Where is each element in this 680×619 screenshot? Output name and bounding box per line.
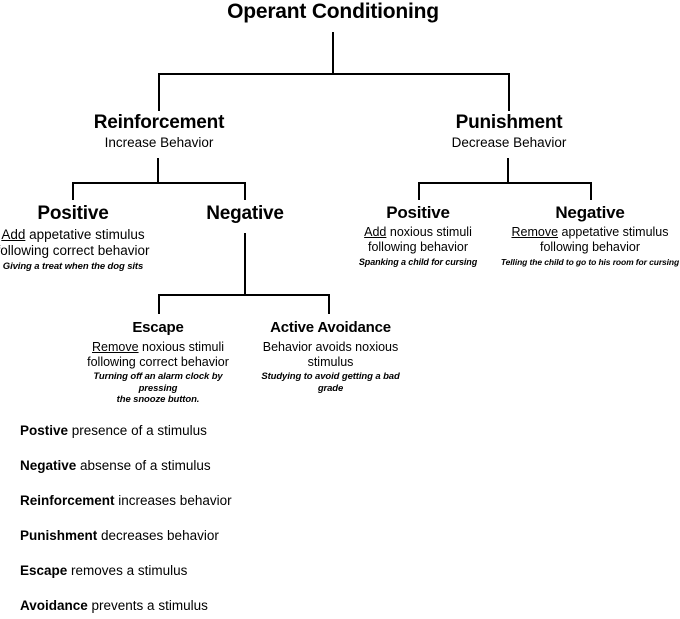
node-punishment-positive-example: Spanking a child for cursing xyxy=(358,256,478,267)
connector-root-spread xyxy=(158,73,510,75)
underlined-term: Remove xyxy=(92,339,139,354)
legend-item: Avoidance prevents a stimulus xyxy=(20,599,440,619)
legend-list: Postive presence of a stimulus Negative … xyxy=(20,424,440,619)
node-escape: Escape Remove noxious stimuli following … xyxy=(78,319,238,406)
connector-punishment-spread xyxy=(418,182,592,184)
node-escape-title: Escape xyxy=(132,319,184,336)
node-reinforcement-positive-title: Positive xyxy=(37,203,109,224)
legend-term: Negative xyxy=(20,458,77,473)
legend-item: Negative absense of a stimulus xyxy=(20,459,440,494)
legend-definition: decreases behavior xyxy=(97,528,219,543)
legend-item: Punishment decreases behavior xyxy=(20,529,440,564)
legend-definition: presence of a stimulus xyxy=(68,423,207,438)
connector-reinforcement-trunk xyxy=(157,158,159,184)
node-active-avoidance: Active Avoidance Behavior avoids noxious… xyxy=(248,319,413,394)
legend-definition: removes a stimulus xyxy=(67,563,188,578)
node-punishment-negative: Negative Remove appetative stimulus foll… xyxy=(500,203,680,267)
node-punishment-positive: Positive Add noxious stimuli following b… xyxy=(338,203,498,267)
node-root-title: Operant Conditioning xyxy=(227,0,439,23)
node-escape-example-line2: the snooze button. xyxy=(116,394,200,406)
node-reinforcement-negative-title: Negative xyxy=(206,203,284,224)
node-punishment-negative-definition: Remove appetative stimulus xyxy=(500,225,680,240)
legend-term: Reinforcement xyxy=(20,493,115,508)
node-punishment: Punishment Decrease Behavior xyxy=(379,112,639,151)
underlined-term: Remove xyxy=(511,225,559,240)
definition-rest: noxious stimuli xyxy=(386,225,472,240)
node-active-avoidance-definition: Behavior avoids noxious xyxy=(248,340,413,355)
node-escape-definition: Remove noxious stimuli xyxy=(78,340,238,355)
legend-term: Escape xyxy=(20,563,68,578)
connector-to-reinforcement-negative xyxy=(244,182,246,200)
legend-item: Postive presence of a stimulus xyxy=(20,424,440,459)
node-reinforcement-positive: Positive Add appetative stimulus followi… xyxy=(0,203,154,273)
legend-definition: absense of a stimulus xyxy=(76,458,211,473)
node-punishment-negative-example: Telling the child to go to his room for … xyxy=(500,256,680,267)
node-punishment-negative-title: Negative xyxy=(555,203,625,222)
node-reinforcement: Reinforcement Increase Behavior xyxy=(29,112,289,151)
node-reinforcement-positive-example: Giving a treat when the dog sits xyxy=(2,261,144,273)
node-reinforcement-title: Reinforcement xyxy=(93,112,225,133)
node-active-avoidance-title: Active Avoidance xyxy=(270,319,391,336)
underlined-term: Add xyxy=(1,227,26,243)
node-punishment-title: Punishment xyxy=(455,112,563,133)
connector-to-punishment xyxy=(508,73,510,111)
connector-reinforcement-spread xyxy=(72,182,246,184)
connector-root-trunk xyxy=(332,32,334,74)
underlined-term: Add xyxy=(364,225,387,240)
node-punishment-subtitle: Decrease Behavior xyxy=(451,135,567,151)
legend-definition: increases behavior xyxy=(114,493,232,508)
definition-rest: appetative stimulus xyxy=(558,225,669,240)
node-reinforcement-negative: Negative xyxy=(165,203,325,224)
node-punishment-positive-definition-line2: following behavior xyxy=(367,239,469,254)
node-reinforcement-positive-definition-line2: following correct behavior xyxy=(0,243,150,259)
definition-rest: noxious stimuli xyxy=(138,339,224,354)
connector-to-active-avoidance xyxy=(328,294,330,314)
connector-to-punishment-positive xyxy=(418,182,420,200)
definition-rest: appetative stimulus xyxy=(25,227,145,243)
definition-rest: Behavior avoids noxious xyxy=(262,339,399,354)
connector-to-escape xyxy=(158,294,160,314)
node-reinforcement-subtitle: Increase Behavior xyxy=(104,135,214,151)
connector-to-reinforcement xyxy=(158,73,160,111)
legend-term: Avoidance xyxy=(20,598,88,613)
node-escape-example-line1: Turning off an alarm clock by pressing xyxy=(93,371,223,394)
connector-negative-trunk xyxy=(244,233,246,295)
legend-item: Reinforcement increases behavior xyxy=(20,494,440,529)
node-active-avoidance-definition-line2: stimulus xyxy=(307,354,354,369)
connector-to-punishment-negative xyxy=(590,182,592,200)
connector-to-reinforcement-positive xyxy=(72,182,74,200)
node-escape-definition-line2: following correct behavior xyxy=(87,354,229,369)
connector-punishment-trunk xyxy=(507,158,509,184)
legend-item: Escape removes a stimulus xyxy=(20,564,440,599)
node-punishment-negative-definition-line2: following behavior xyxy=(539,239,641,254)
legend-term: Punishment xyxy=(20,528,98,543)
node-punishment-positive-title: Positive xyxy=(386,203,450,222)
node-punishment-positive-definition: Add noxious stimuli xyxy=(338,225,498,240)
legend-definition: prevents a stimulus xyxy=(87,598,208,613)
connector-negative-spread xyxy=(158,294,330,296)
node-reinforcement-positive-definition: Add appetative stimulus xyxy=(0,227,154,243)
node-active-avoidance-example-line1: Studying to avoid getting a bad grade xyxy=(261,371,400,394)
legend-term: Postive xyxy=(20,423,69,438)
